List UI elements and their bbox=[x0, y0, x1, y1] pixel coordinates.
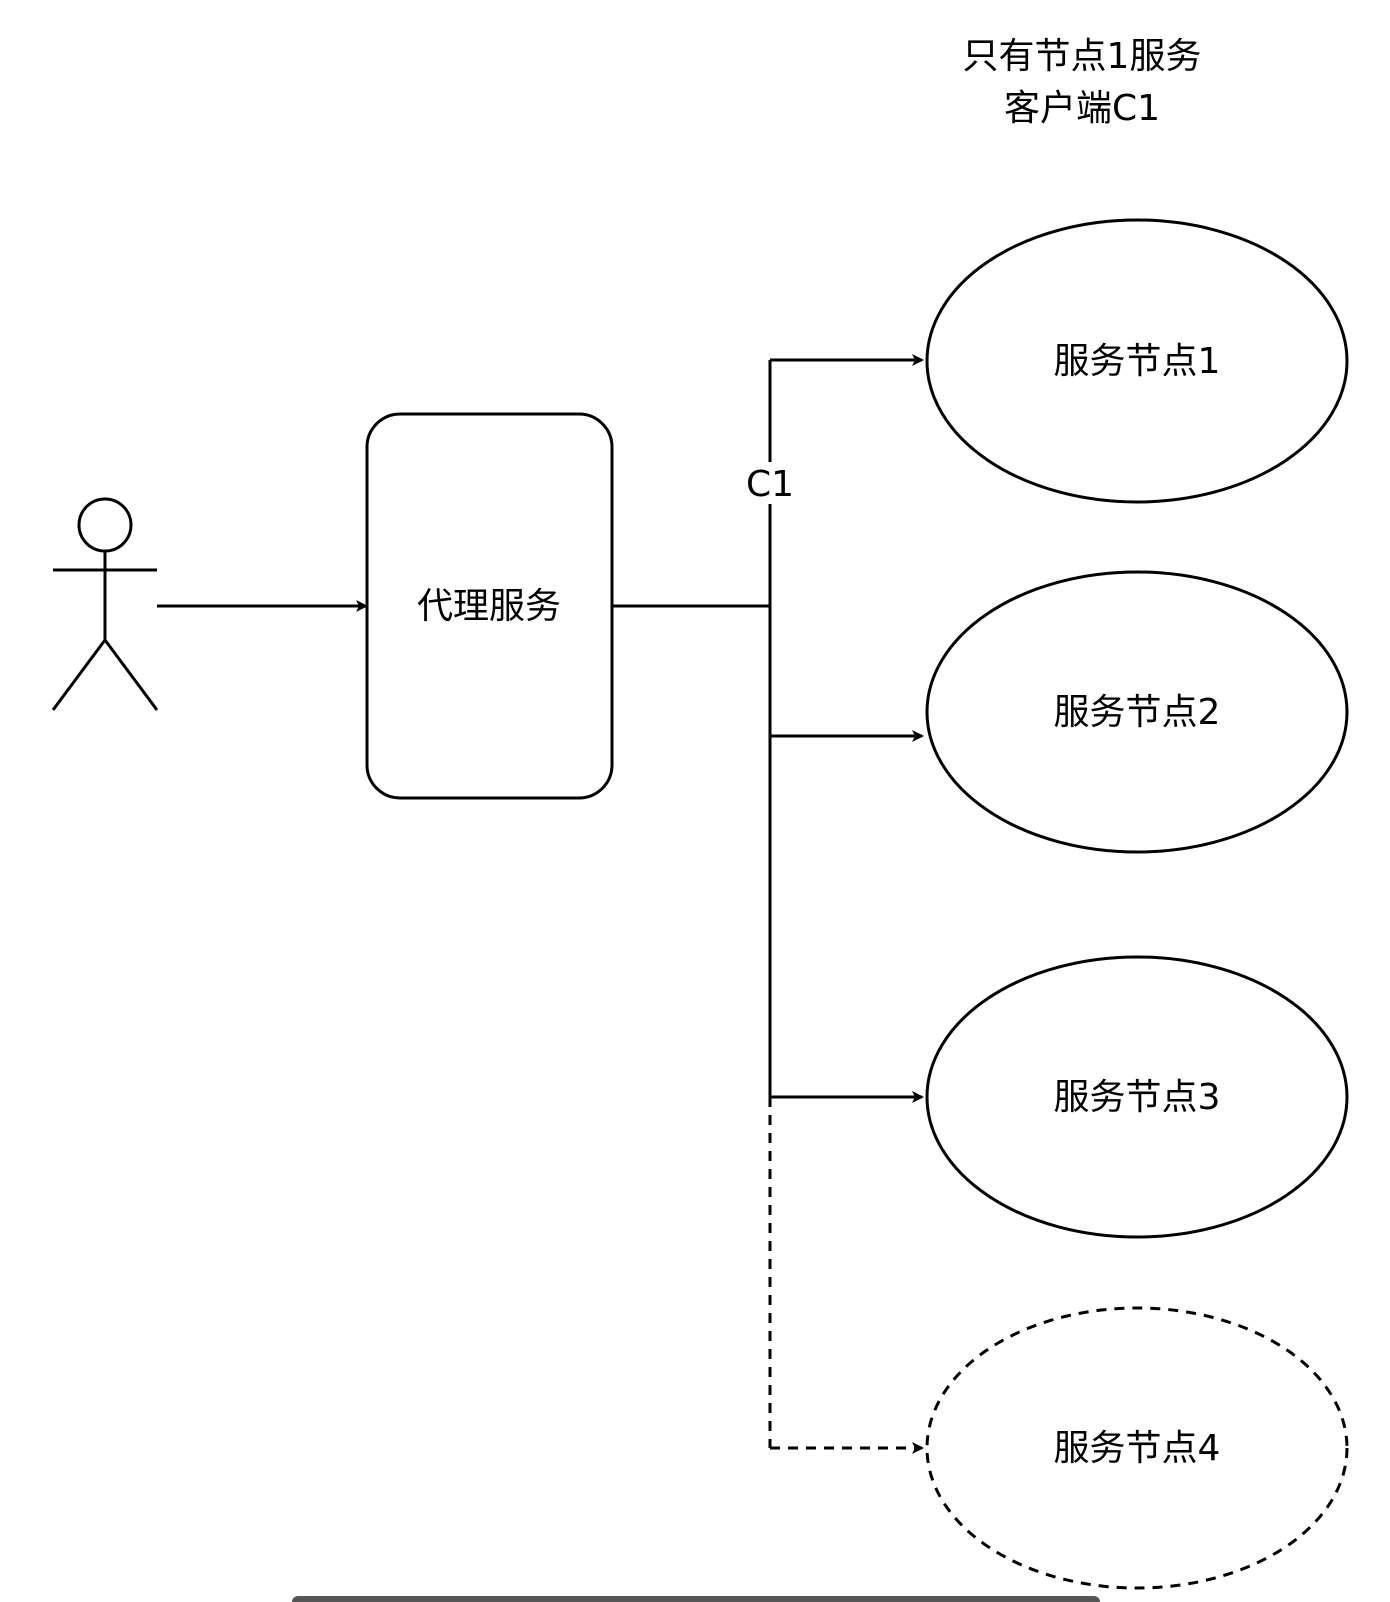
actor-head bbox=[77, 497, 133, 553]
user-actor-icon bbox=[51, 497, 159, 711]
service-node-2-label: 服务节点2 bbox=[1054, 692, 1221, 733]
connection-label-background bbox=[745, 462, 795, 504]
service-node-3 bbox=[925, 955, 1349, 1239]
annotation-line2: 客户端C1 bbox=[1004, 88, 1160, 129]
bottom-scroll-bar bbox=[292, 1596, 1100, 1602]
service-node-2 bbox=[925, 570, 1349, 854]
annotation-line1: 只有节点1服务 bbox=[963, 36, 1202, 77]
service-node-1 bbox=[925, 218, 1349, 504]
service-node-4 bbox=[925, 1306, 1349, 1590]
actor-leg-right bbox=[103, 639, 159, 711]
actor-leg-left bbox=[51, 639, 107, 711]
service-node-4-label: 服务节点4 bbox=[1054, 1428, 1221, 1469]
proxy-service-label: 代理服务 bbox=[417, 586, 561, 627]
service-node-3-label: 服务节点3 bbox=[1054, 1077, 1221, 1118]
service-node-1-label: 服务节点1 bbox=[1054, 341, 1221, 382]
connection-label: C1 bbox=[746, 464, 794, 505]
